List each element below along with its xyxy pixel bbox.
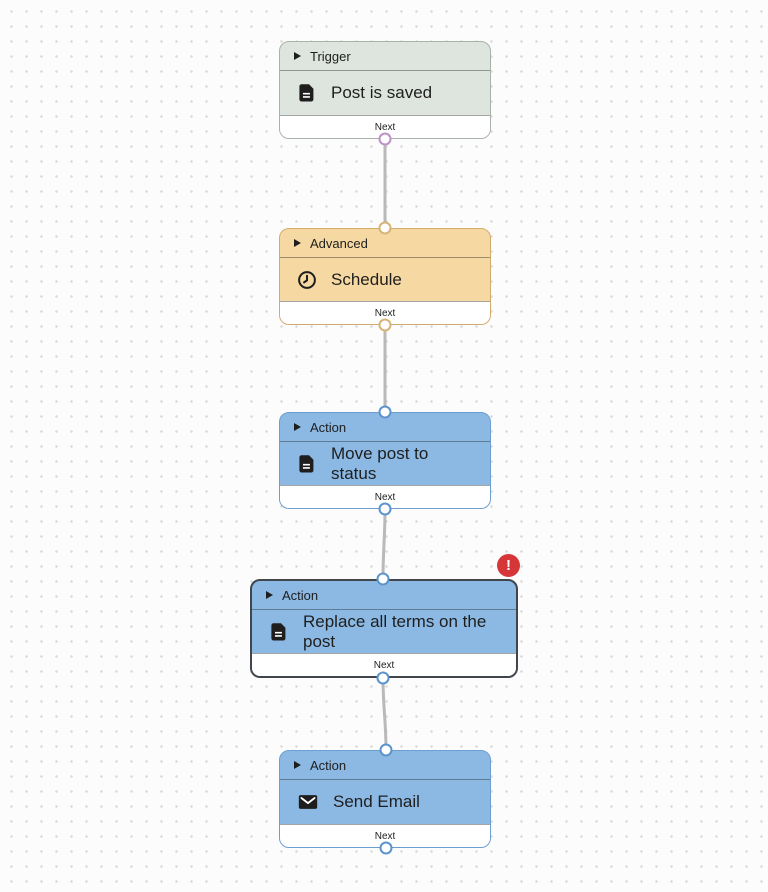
- node-body: Replace all terms on the post: [252, 610, 516, 653]
- next-label: Next: [374, 121, 396, 133]
- port-in-advanced[interactable]: [378, 221, 392, 235]
- error-badge-symbol: !: [506, 557, 511, 574]
- node-title: Move post to status: [331, 443, 429, 483]
- node-category-label: Advanced: [310, 235, 368, 251]
- node-next-slot[interactable]: Next: [280, 301, 490, 324]
- port-in-action-1[interactable]: [378, 405, 392, 419]
- port-out-action-2[interactable]: [376, 671, 390, 685]
- node-title: Schedule: [331, 269, 402, 289]
- node-action-send-email[interactable]: Action Send Email Next: [279, 750, 491, 848]
- node-title: Replace all terms on the post: [303, 611, 487, 651]
- node-title: Post is saved: [331, 83, 433, 102]
- node-action-move-post-to-status[interactable]: Action Move post to status Next: [279, 412, 491, 509]
- node-next-slot[interactable]: Next: [280, 115, 490, 138]
- post-icon: [296, 453, 318, 475]
- node-body: Move post to status: [280, 442, 490, 485]
- collapse-triangle-icon[interactable]: [294, 423, 301, 431]
- collapse-triangle-icon[interactable]: [266, 591, 273, 599]
- next-label: Next: [374, 307, 396, 319]
- port-out-advanced[interactable]: [378, 318, 392, 332]
- post-icon: [268, 621, 290, 643]
- collapse-triangle-icon[interactable]: [294, 761, 301, 769]
- port-out-trigger[interactable]: [378, 132, 392, 146]
- post-icon: [296, 82, 318, 104]
- envelope-icon: [296, 791, 320, 813]
- port-in-action-2[interactable]: [376, 572, 390, 586]
- port-out-action-1[interactable]: [378, 502, 392, 516]
- collapse-triangle-icon[interactable]: [294, 52, 301, 60]
- node-trigger-post-is-saved[interactable]: Trigger Post is saved Next: [279, 41, 491, 139]
- node-next-slot[interactable]: Next: [280, 485, 490, 508]
- node-advanced-schedule[interactable]: Advanced Schedule Next: [279, 228, 491, 325]
- node-next-slot[interactable]: Next: [252, 653, 516, 676]
- node-action-replace-all-terms[interactable]: Action Replace all terms on the post Nex…: [250, 579, 518, 678]
- connector: [381, 676, 388, 752]
- node-title: Send Email: [333, 792, 420, 811]
- node-next-slot[interactable]: Next: [280, 824, 490, 847]
- connector: [381, 507, 387, 581]
- port-in-action-3[interactable]: [379, 743, 393, 757]
- port-out-action-3[interactable]: [379, 841, 393, 855]
- next-label: Next: [374, 830, 396, 842]
- error-badge[interactable]: !: [497, 554, 520, 577]
- node-category-label: Action: [310, 757, 347, 773]
- collapse-triangle-icon[interactable]: [294, 239, 301, 247]
- node-category-label: Action: [310, 419, 347, 435]
- node-body: Post is saved: [280, 71, 490, 115]
- node-header[interactable]: Trigger: [280, 42, 490, 71]
- next-label: Next: [373, 659, 395, 671]
- next-label: Next: [374, 491, 396, 503]
- node-body: Send Email: [280, 780, 490, 824]
- node-header[interactable]: Action: [280, 413, 490, 442]
- clock-icon: [296, 269, 318, 291]
- node-header[interactable]: Action: [280, 751, 490, 780]
- node-header[interactable]: Advanced: [280, 229, 490, 258]
- node-category-label: Trigger: [310, 48, 351, 64]
- node-category-label: Action: [282, 587, 319, 603]
- node-body: Schedule: [280, 258, 490, 301]
- node-header[interactable]: Action: [252, 581, 516, 610]
